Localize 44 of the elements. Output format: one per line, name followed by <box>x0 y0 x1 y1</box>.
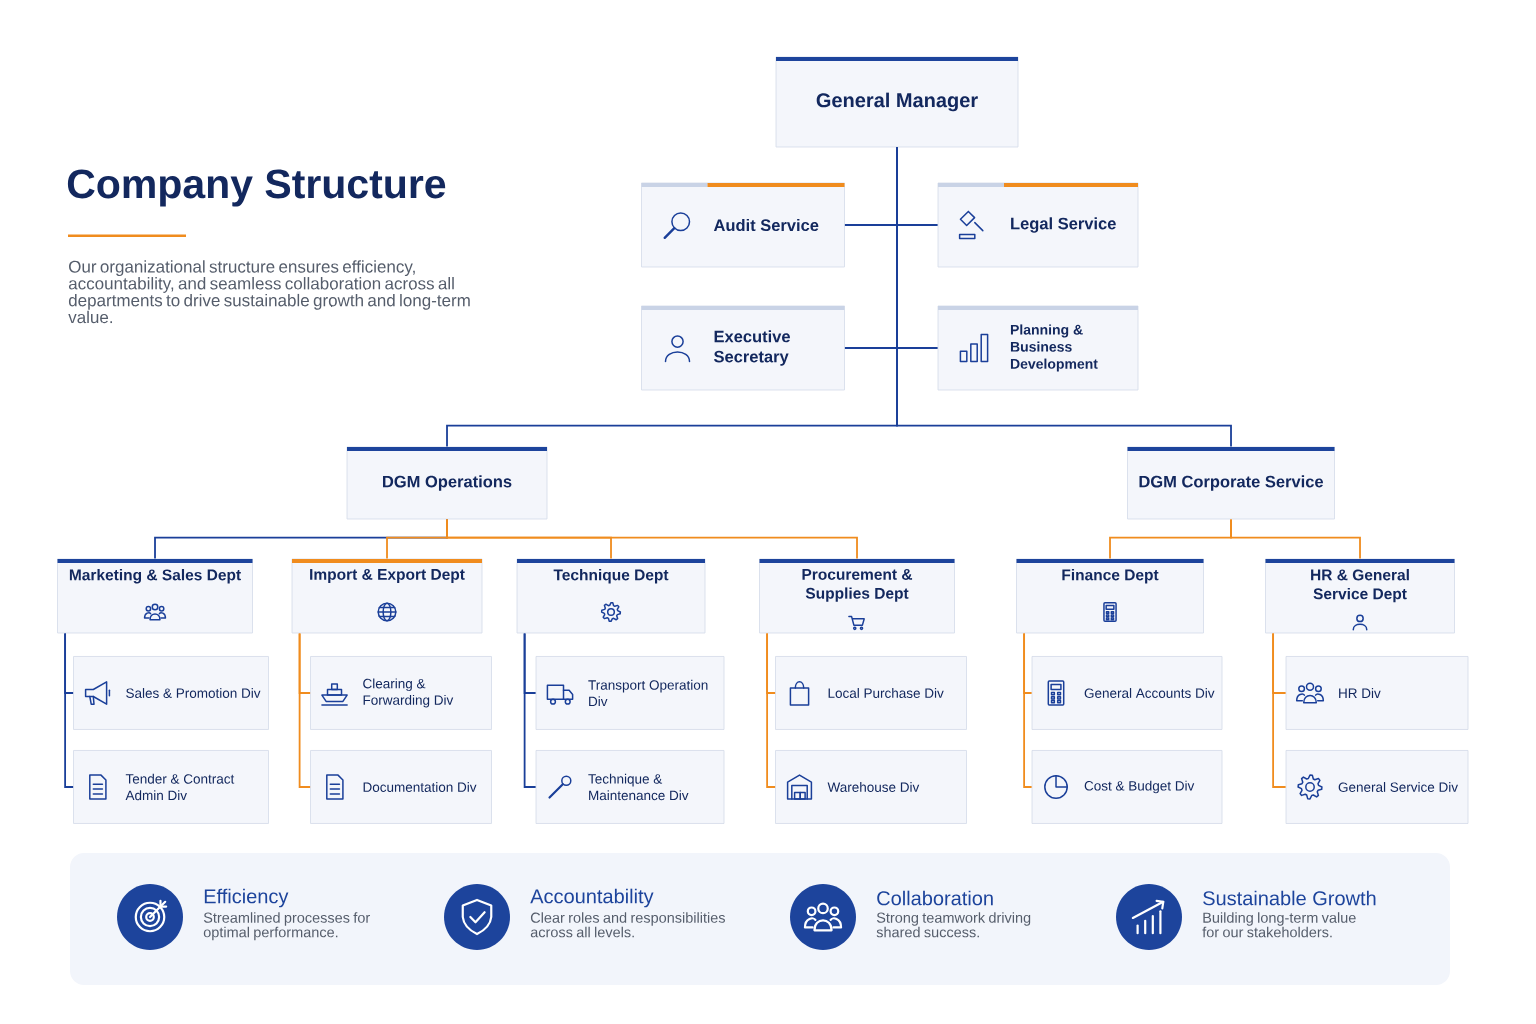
org-box: Planning & Business Development <box>937 305 1139 391</box>
org-box: Transport Operation Div <box>535 656 725 730</box>
connector-line <box>1272 632 1287 788</box>
connector-line <box>766 632 776 788</box>
org-box: General Manager <box>775 56 1019 148</box>
org-box: Local Purchase Div <box>775 656 967 730</box>
org-box: General Service Div <box>1285 750 1469 824</box>
connector-line <box>896 146 1232 448</box>
connector-line <box>523 632 537 788</box>
value-description: Streamlined processes for optimal performance. <box>203 912 370 941</box>
org-box: HR Div <box>1285 656 1469 730</box>
value-description: Strong teamwork driving shared success. <box>876 912 1031 938</box>
org-box: Clearing & Forwarding Div <box>310 656 492 730</box>
org-box: Procurement & Supplies Dept <box>759 558 955 634</box>
org-box: Cost & Budget Div <box>1031 750 1223 824</box>
org-box: DGM Operations <box>346 446 548 520</box>
org-box: General Accounts Div <box>1031 656 1223 730</box>
org-box: Legal Service <box>937 182 1139 268</box>
org-box: Executive Secretary <box>641 305 845 391</box>
page-title: Company Structure <box>67 169 446 207</box>
value-heading: Accountability <box>530 888 654 908</box>
value-description: Building long-term value for our stakeholders. <box>1202 912 1356 938</box>
org-box: Marketing & Sales Dept <box>57 558 253 634</box>
connector-line <box>298 632 311 788</box>
value-heading: Efficiency <box>204 888 289 908</box>
org-box: HR & General Service Dept <box>1265 558 1455 634</box>
org-box: Technique & Maintenance Div <box>535 750 725 824</box>
connector-line <box>1230 518 1361 560</box>
org-box: Finance Dept <box>1016 558 1204 634</box>
connector-line <box>64 632 74 788</box>
org-box: Sales & Promotion Div <box>73 656 269 730</box>
org-box: Import & Export Dept <box>291 558 483 634</box>
org-box: Documentation Div <box>310 750 492 824</box>
description-text: Our organizational structure ensures efficiency, accountability, and seamless collaboration across all departments to drive sustainable growth and long-term value. <box>68 260 470 324</box>
org-box: Tender & Contract Admin Div <box>73 750 269 824</box>
org-box: Technique Dept <box>516 558 706 634</box>
org-box: Warehouse Div <box>775 750 967 824</box>
org-box: Audit Service <box>641 182 845 268</box>
value-heading: Sustainable Growth <box>1203 890 1376 906</box>
org-box: DGM Corporate Service <box>1127 446 1335 520</box>
value-description: Clear roles and responsibilities across all levels. <box>530 912 725 938</box>
value-heading: Collaboration <box>877 890 993 906</box>
connector-line <box>446 518 858 560</box>
connector-line <box>1023 632 1033 788</box>
